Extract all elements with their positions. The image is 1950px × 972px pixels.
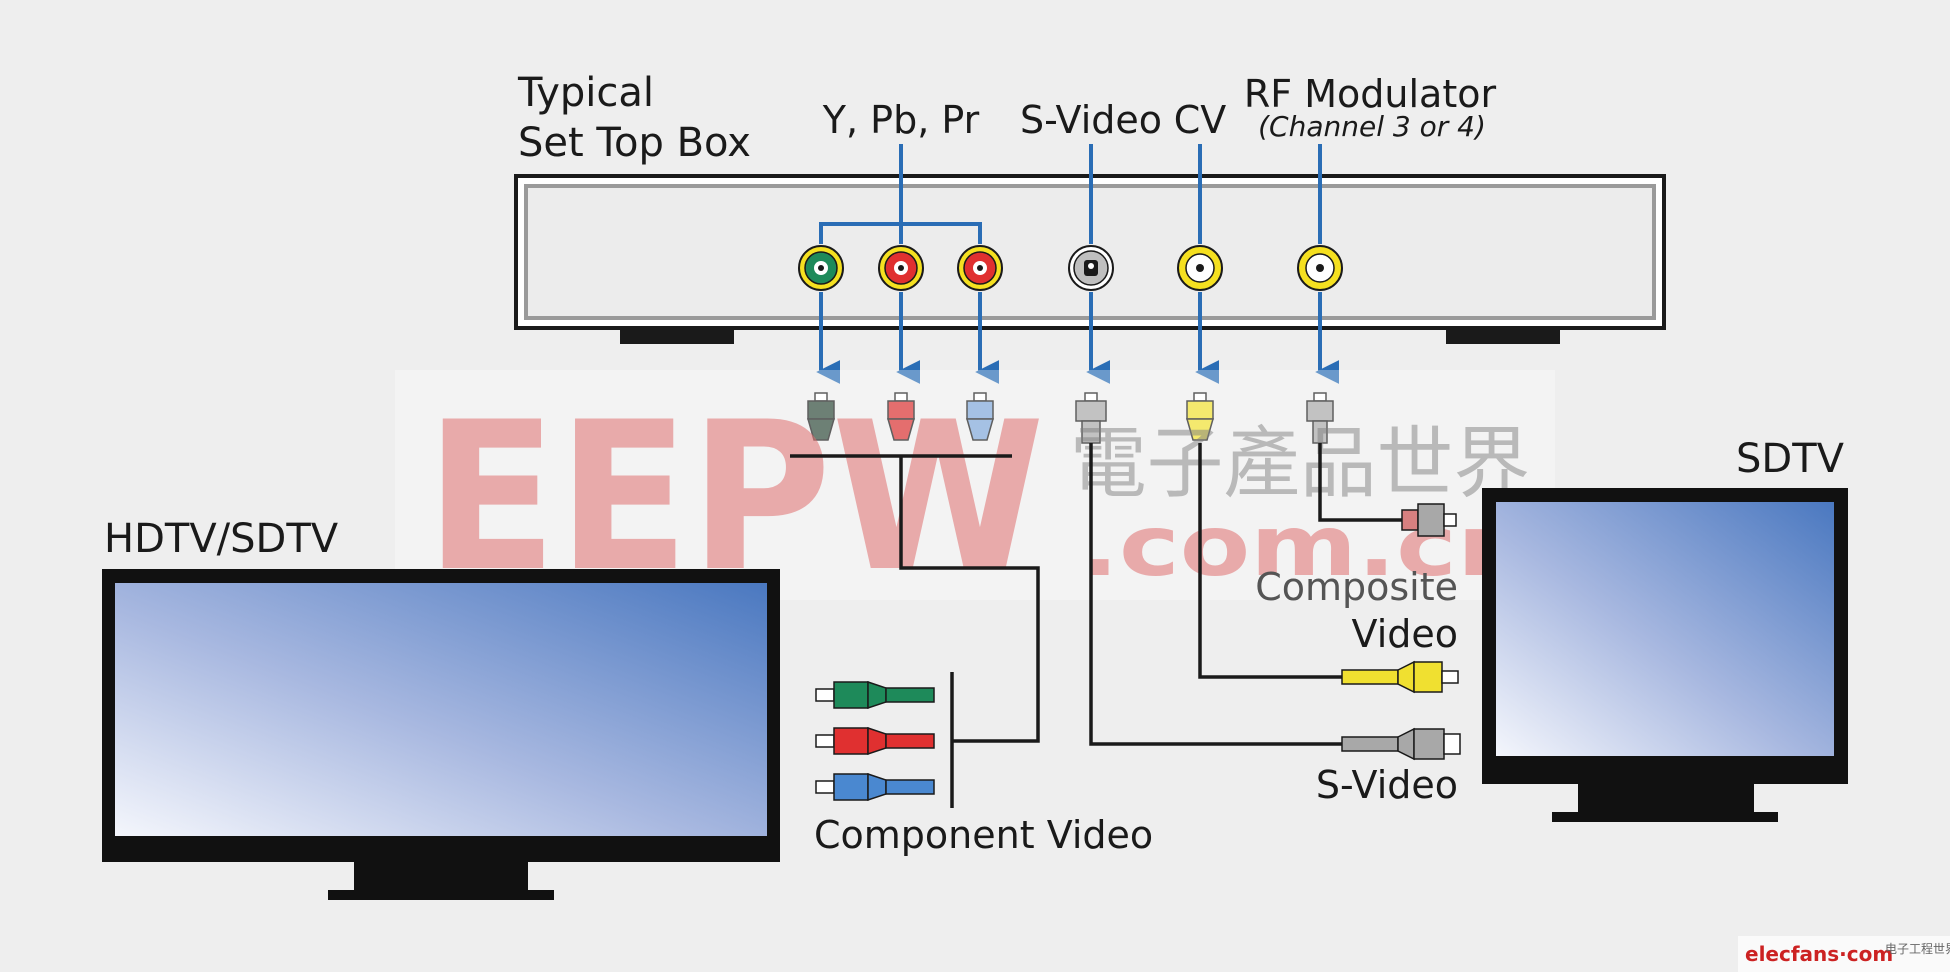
- box-foot-right: [1446, 328, 1560, 344]
- watermark-chinese: 電子產品世界: [1070, 419, 1530, 509]
- svideo-cable-line: [1089, 443, 1342, 746]
- jack-cv-yellow: [1177, 245, 1223, 291]
- hdtv-label: HDTV/SDTV: [104, 516, 339, 562]
- composite-video-label-line2: Video: [1352, 612, 1458, 656]
- plug-component-green: [815, 680, 935, 710]
- sdtv-label: SDTV: [1736, 436, 1845, 482]
- set-top-box-label-line2: Set Top Box: [518, 120, 751, 166]
- set-top-box-label-line1: Typical: [517, 70, 654, 116]
- port-lead-lines: [819, 144, 1322, 244]
- plug-component-blue: [815, 772, 935, 802]
- output-arrows: [816, 292, 1340, 384]
- plug-component-red: [815, 726, 935, 756]
- footer-watermark: elecfans·com 电子工程世界: [1738, 936, 1950, 972]
- svideo-port-label: S-Video: [1020, 98, 1162, 142]
- plug-y-green: [807, 392, 835, 441]
- jack-rf-yellow: [1297, 245, 1343, 291]
- plug-svideo-horizontal: [1341, 727, 1461, 761]
- plug-svideo-grey: [1075, 392, 1107, 444]
- hdtv-neck: [354, 862, 528, 890]
- jack-pr-red: [957, 245, 1003, 291]
- jack-y-green: [798, 245, 844, 291]
- rf-port-note: (Channel 3 or 4): [1258, 110, 1486, 143]
- footer-watermark-text: elecfans·com: [1745, 942, 1893, 966]
- rf-cable-line: [1318, 443, 1402, 522]
- sdtv-base: [1552, 812, 1778, 822]
- component-port-label: Y, Pb, Pr: [822, 98, 980, 142]
- plug-rf-horizontal: [1401, 503, 1457, 537]
- hdtv-base: [328, 890, 554, 900]
- sdtv-monitor: [1482, 488, 1848, 822]
- hdtv-monitor: [102, 569, 780, 900]
- plug-pb-red: [887, 392, 915, 441]
- svideo-cable-label: S-Video: [1316, 763, 1458, 807]
- footer-watermark-cn: 电子工程世界: [1885, 941, 1950, 956]
- hdtv-screen: [115, 583, 767, 836]
- rf-port-label: RF Modulator: [1244, 72, 1497, 116]
- component-cable-line: [790, 454, 1040, 808]
- jack-pb-red: [878, 245, 924, 291]
- plug-rf-grey: [1306, 392, 1334, 444]
- box-foot-left: [620, 328, 734, 344]
- cv-port-label: CV: [1174, 98, 1227, 142]
- component-video-label: Component Video: [814, 813, 1153, 857]
- plug-cv-yellow: [1186, 392, 1214, 441]
- sdtv-screen: [1496, 502, 1834, 756]
- plug-pr-blue: [966, 392, 994, 441]
- composite-cable-line: [1198, 443, 1342, 679]
- sdtv-neck: [1578, 784, 1754, 812]
- composite-video-label-line1: Composite: [1255, 565, 1458, 609]
- jack-svideo: [1068, 245, 1114, 291]
- plug-composite-horizontal: [1341, 660, 1459, 694]
